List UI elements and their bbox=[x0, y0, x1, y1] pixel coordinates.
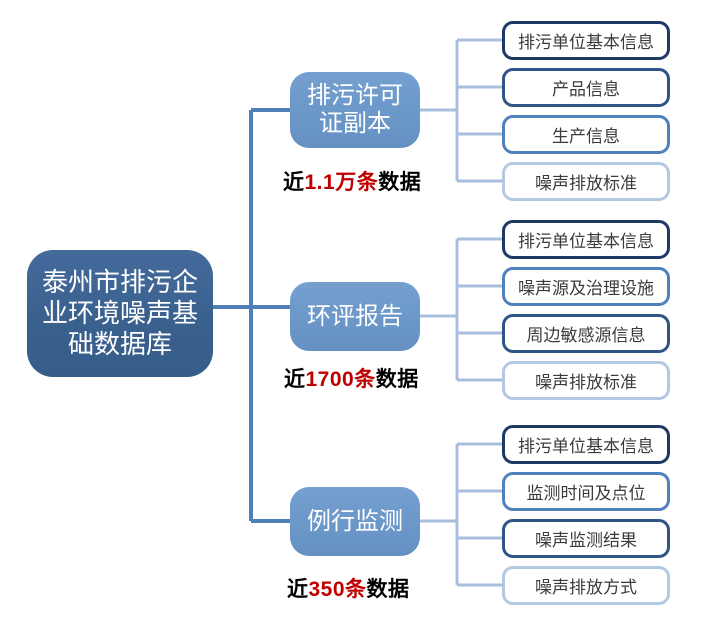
leaf-node: 噪声排放标准 bbox=[502, 361, 670, 400]
branch-node-routine-monitoring: 例行监测 bbox=[290, 487, 420, 556]
group-3-connectors bbox=[420, 442, 502, 587]
count-number: 1.1万条 bbox=[304, 171, 379, 194]
root-node-database: 泰州市排污企 业环境噪声基 础数据库 bbox=[27, 250, 213, 377]
count-suffix: 数据 bbox=[375, 368, 419, 391]
leaf-node: 排污单位基本信息 bbox=[502, 425, 670, 464]
leaf-node: 监测时间及点位 bbox=[502, 472, 670, 511]
leaf-node: 排污单位基本信息 bbox=[502, 21, 670, 60]
count-number: 350条 bbox=[308, 578, 367, 601]
count-label-discharge-permit: 近1.1万条数据 bbox=[283, 166, 421, 196]
leaf-node: 噪声监测结果 bbox=[502, 519, 670, 558]
leaf-node: 噪声排放方式 bbox=[502, 566, 670, 605]
count-label-routine-monitoring: 近350条数据 bbox=[287, 573, 410, 603]
count-prefix: 近 bbox=[287, 578, 309, 601]
count-prefix: 近 bbox=[284, 368, 306, 391]
leaf-node: 生产信息 bbox=[502, 115, 670, 154]
count-suffix: 数据 bbox=[378, 171, 422, 194]
group-1-connectors bbox=[420, 38, 502, 183]
count-label-eia-report: 近1700条数据 bbox=[284, 363, 419, 393]
count-number: 1700条 bbox=[305, 368, 376, 391]
leaf-node: 噪声源及治理设施 bbox=[502, 267, 670, 306]
leaf-node: 产品信息 bbox=[502, 68, 670, 107]
count-suffix: 数据 bbox=[366, 578, 410, 601]
leaf-node: 噪声排放标准 bbox=[502, 162, 670, 201]
root-connectors bbox=[213, 108, 290, 523]
branch-node-discharge-permit: 排污许可 证副本 bbox=[290, 72, 420, 148]
leaf-node: 排污单位基本信息 bbox=[502, 220, 670, 259]
branch-node-eia-report: 环评报告 bbox=[290, 282, 420, 351]
leaf-node: 周边敏感源信息 bbox=[502, 314, 670, 353]
group-2-connectors bbox=[420, 237, 502, 382]
count-prefix: 近 bbox=[283, 171, 305, 194]
